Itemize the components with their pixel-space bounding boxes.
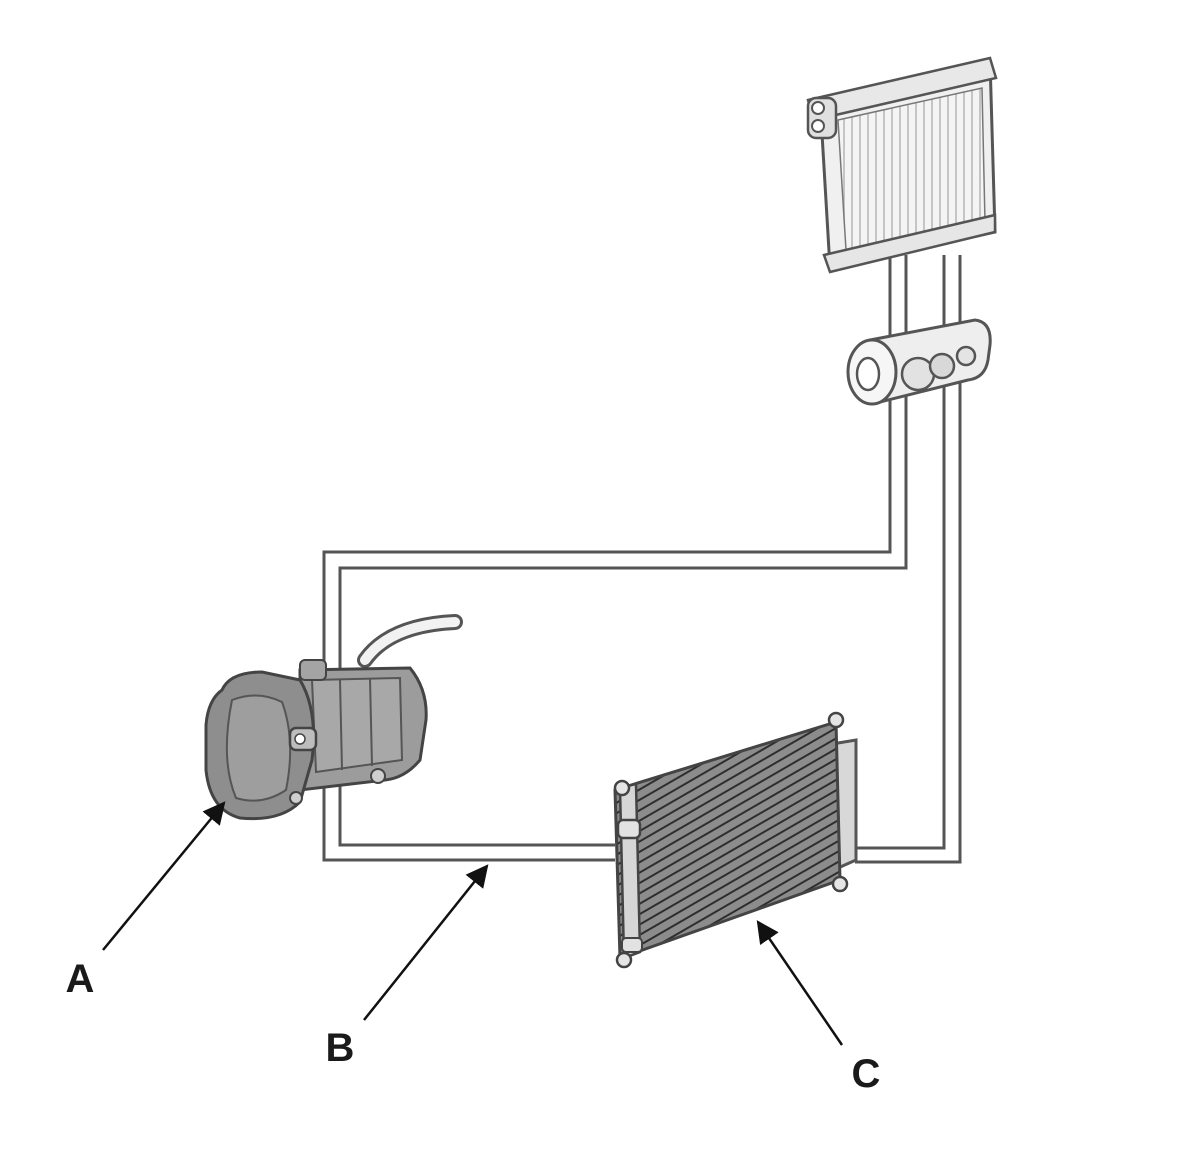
- liquid-line: [855, 255, 946, 850]
- expansion-valve: [846, 318, 992, 406]
- callout-b-label: B: [326, 1026, 355, 1070]
- callout-b: B: [326, 864, 489, 1070]
- condenser: [613, 711, 858, 969]
- callout-c: C: [756, 920, 881, 1096]
- evaporator: [806, 56, 998, 274]
- callout-a-label: A: [66, 957, 95, 1001]
- callout-c-leader: [756, 920, 844, 1046]
- callout-c-label: C: [852, 1052, 881, 1096]
- suction-line: [322, 255, 892, 862]
- liquid-line-inner: [855, 255, 962, 864]
- suction-line-inner: [338, 255, 908, 847]
- callout-a-leader: [102, 801, 226, 951]
- refrigerant-lines: [322, 255, 962, 864]
- callout-b-leader: [363, 864, 489, 1021]
- callout-a: A: [66, 801, 226, 1001]
- compressor: [204, 614, 463, 821]
